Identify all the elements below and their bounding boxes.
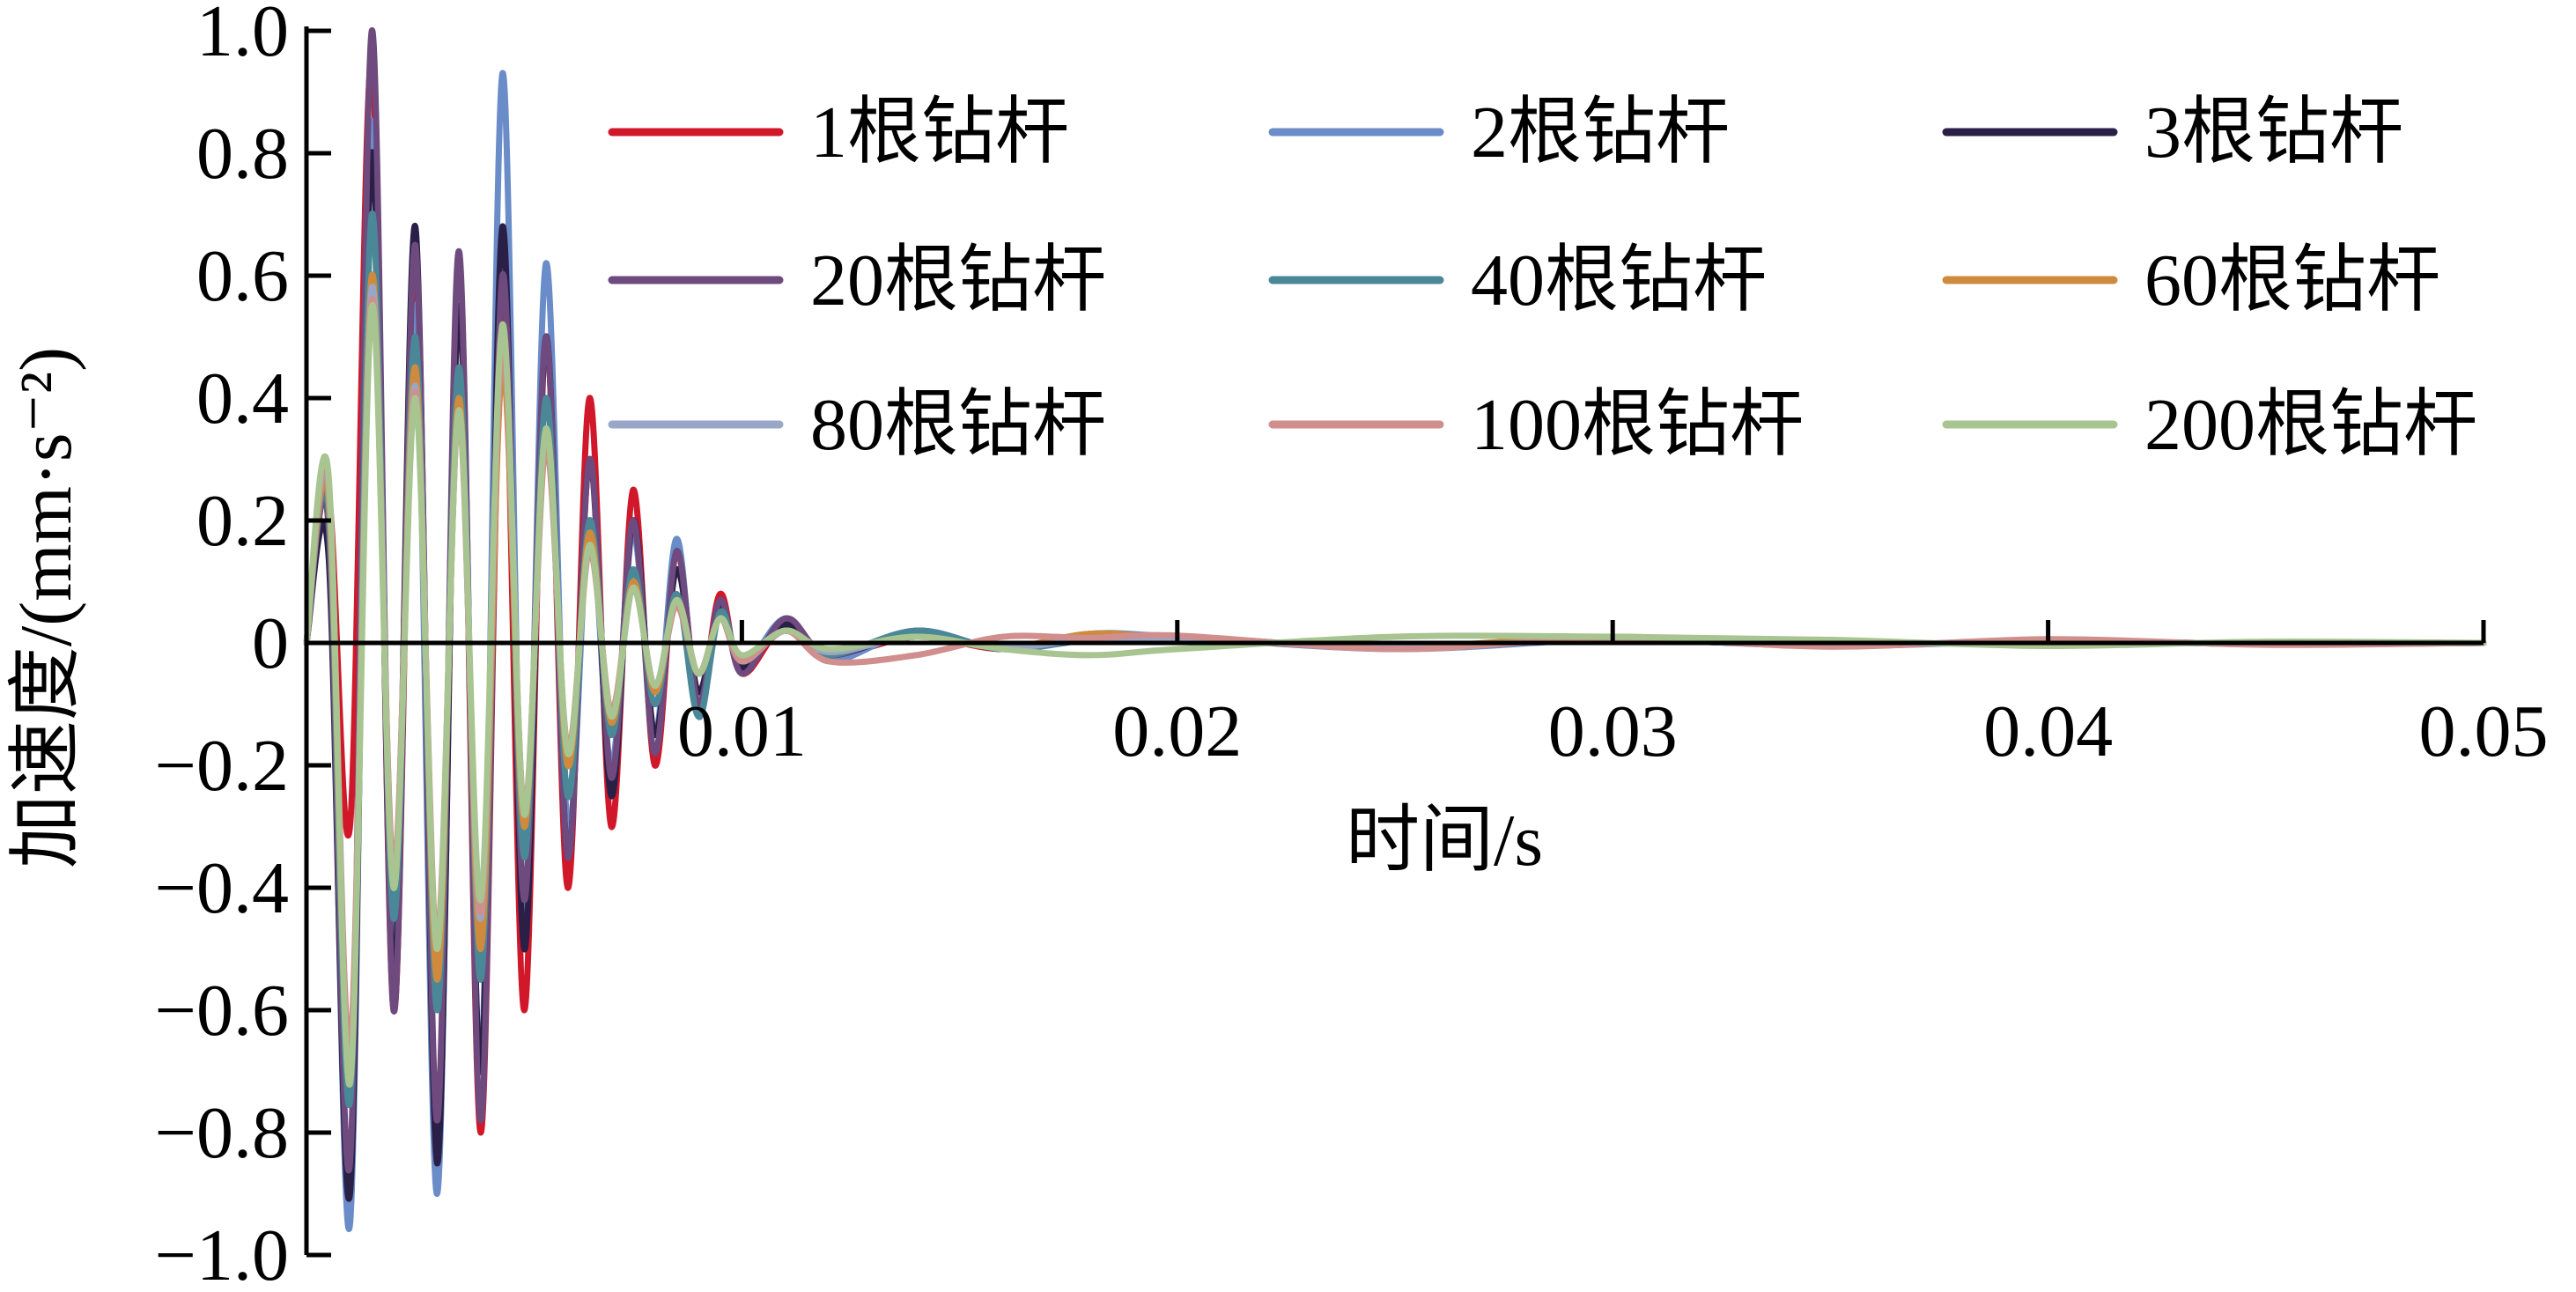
y-tick-label: 0	[252, 602, 289, 684]
legend-label-6: 60根钻杆	[2144, 240, 2440, 321]
legend-label-3: 3根钻杆	[2144, 92, 2403, 173]
legend-label-8: 100根钻杆	[1471, 384, 1804, 466]
x-tick-label: 0.01	[677, 690, 807, 772]
legend-label-2: 2根钻杆	[1471, 92, 1730, 173]
legend-label-5: 40根钻杆	[1471, 240, 1767, 321]
x-tick-label: 0.05	[2419, 690, 2549, 772]
x-tick-label: 0.03	[1548, 690, 1678, 772]
y-tick-label: 1.0	[196, 0, 289, 72]
x-tick-label: 0.04	[1983, 690, 2113, 772]
y-tick-label: −0.6	[155, 970, 289, 1052]
x-tick-label: 0.02	[1112, 690, 1242, 772]
legend-label-4: 20根钻杆	[810, 240, 1106, 321]
series-line-4	[303, 27, 2487, 1174]
y-tick-label: 0.4	[196, 358, 289, 439]
y-tick-label: −0.2	[155, 725, 289, 807]
series-layer	[303, 27, 2487, 1232]
legend: 1根钻杆 2根钻杆 3根钻杆 20根钻杆 40根钻杆 60根钻杆 80根钻杆 100根钻杆 20…	[608, 92, 2477, 466]
legend-label-9: 200根钻杆	[2144, 384, 2477, 466]
y-tick-label: −0.4	[155, 847, 289, 929]
series-line-1	[303, 57, 2487, 1136]
y-axis-title: 加速度/(mm·s⁻²)	[5, 347, 87, 868]
series-line-9	[303, 302, 2487, 1088]
axes-layer: 1.0 0.8 0.6 0.4 0.2 0 −0.2 −0.4 −0.6 −0.8 −1.0 0.01…	[155, 0, 2549, 1292]
legend-label-7: 80根钻杆	[810, 384, 1106, 466]
y-tick-label: −1.0	[155, 1214, 289, 1292]
y-tick-label: 0.6	[196, 235, 289, 317]
y-tick-label: 0.8	[196, 113, 289, 195]
y-tick-label: −0.8	[155, 1092, 289, 1174]
y-tick-label: 0.2	[196, 480, 289, 562]
x-axis-title: 时间/s	[1346, 800, 1543, 882]
legend-label-1: 1根钻杆	[810, 92, 1069, 173]
series-line-5	[303, 210, 2487, 1109]
